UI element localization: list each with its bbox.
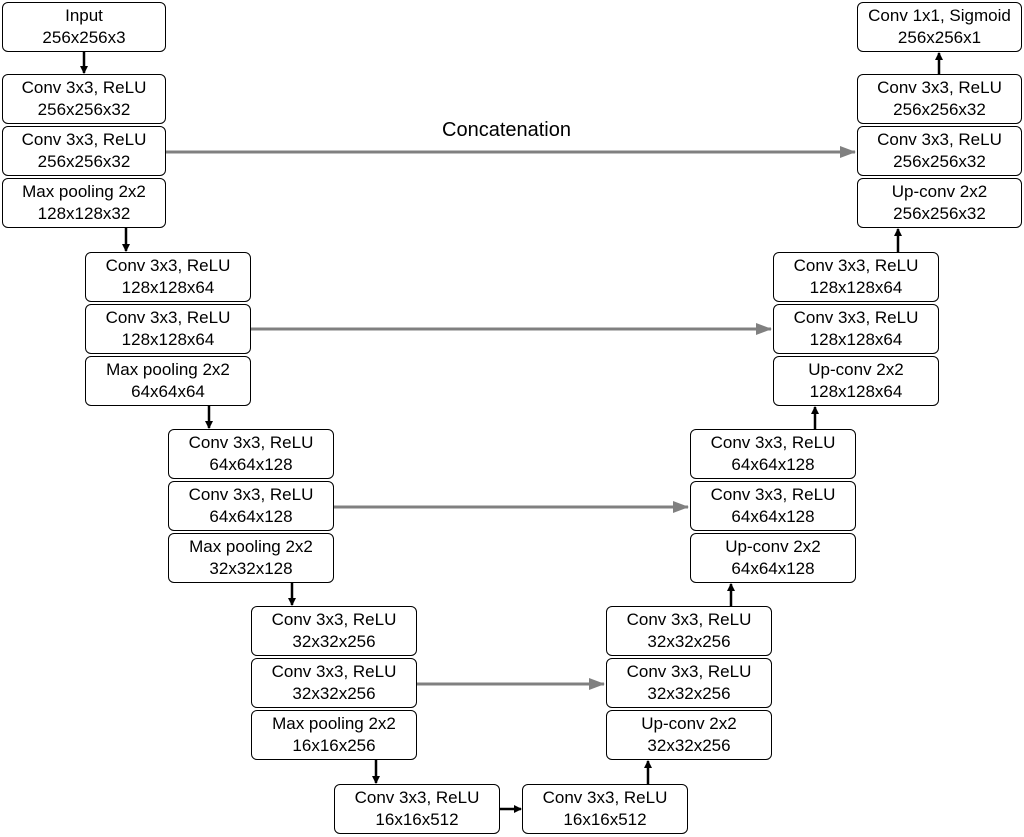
block-label: Conv 3x3, ReLU bbox=[271, 610, 397, 629]
decoder-block-conv: Conv 3x3, ReLU 128x128x64 bbox=[773, 304, 939, 354]
block-shape: 128x128x64 bbox=[809, 330, 903, 349]
block-label: Conv 3x3, ReLU bbox=[105, 256, 231, 275]
encoder-block-input: Input 256x256x3 bbox=[2, 2, 166, 52]
block-label: Conv 3x3, ReLU bbox=[188, 485, 314, 504]
bottleneck-block-conv: Conv 3x3, ReLU 16x16x512 bbox=[522, 784, 688, 834]
encoder-block-conv: Conv 3x3, ReLU 128x128x64 bbox=[85, 252, 251, 302]
block-label: Conv 3x3, ReLU bbox=[542, 788, 668, 807]
encoder-block-conv: Conv 3x3, ReLU 256x256x32 bbox=[2, 74, 166, 124]
block-label: Conv 3x3, ReLU bbox=[354, 788, 480, 807]
decoder-block-upconv: Up-conv 2x2 64x64x128 bbox=[690, 533, 856, 583]
bottleneck-block-conv: Conv 3x3, ReLU 16x16x512 bbox=[334, 784, 500, 834]
block-label: Conv 1x1, Sigmoid bbox=[868, 6, 1011, 25]
block-label: Max pooling 2x2 bbox=[106, 360, 230, 379]
decoder-block-conv: Conv 3x3, ReLU 256x256x32 bbox=[857, 74, 1022, 124]
encoder-block-maxpool: Max pooling 2x2 16x16x256 bbox=[251, 710, 417, 760]
decoder-block-conv: Conv 3x3, ReLU 64x64x128 bbox=[690, 429, 856, 479]
encoder-block-conv: Conv 3x3, ReLU 256x256x32 bbox=[2, 126, 166, 176]
block-label: Max pooling 2x2 bbox=[22, 182, 146, 201]
block-shape: 256x256x32 bbox=[893, 152, 986, 171]
block-shape: 128x128x64 bbox=[121, 278, 215, 297]
block-label: Conv 3x3, ReLU bbox=[710, 433, 836, 452]
block-shape: 128x128x64 bbox=[809, 278, 903, 297]
block-shape: 64x64x128 bbox=[731, 455, 815, 474]
decoder-block-upconv: Up-conv 2x2 256x256x32 bbox=[857, 178, 1022, 228]
decoder-block-conv: Conv 3x3, ReLU 32x32x256 bbox=[606, 606, 772, 656]
encoder-block-maxpool: Max pooling 2x2 128x128x32 bbox=[2, 178, 166, 228]
block-shape: 16x16x512 bbox=[563, 810, 647, 829]
encoder-block-conv: Conv 3x3, ReLU 32x32x256 bbox=[251, 606, 417, 656]
block-label: Up-conv 2x2 bbox=[891, 182, 988, 201]
block-label: Conv 3x3, ReLU bbox=[793, 308, 919, 327]
block-label: Conv 3x3, ReLU bbox=[793, 256, 919, 275]
block-shape: 32x32x256 bbox=[647, 736, 731, 755]
block-label: Conv 3x3, ReLU bbox=[877, 78, 1002, 97]
encoder-block-maxpool: Max pooling 2x2 32x32x128 bbox=[168, 533, 334, 583]
block-shape: 32x32x256 bbox=[647, 684, 731, 703]
block-shape: 256x256x3 bbox=[42, 28, 126, 47]
block-shape: 64x64x128 bbox=[209, 507, 293, 526]
block-label: Up-conv 2x2 bbox=[641, 714, 737, 733]
block-shape: 32x32x256 bbox=[292, 684, 376, 703]
decoder-block-output: Conv 1x1, Sigmoid 256x256x1 bbox=[857, 2, 1022, 52]
decoder-block-conv: Conv 3x3, ReLU 32x32x256 bbox=[606, 658, 772, 708]
block-shape: 256x256x32 bbox=[37, 100, 131, 119]
block-shape: 256x256x1 bbox=[897, 28, 982, 47]
block-label: Conv 3x3, ReLU bbox=[877, 130, 1002, 149]
block-shape: 32x32x128 bbox=[209, 559, 293, 578]
encoder-block-conv: Conv 3x3, ReLU 32x32x256 bbox=[251, 658, 417, 708]
block-shape: 64x64x128 bbox=[731, 507, 815, 526]
block-shape: 32x32x256 bbox=[292, 632, 376, 651]
block-shape: 32x32x256 bbox=[647, 632, 731, 651]
decoder-block-conv: Conv 3x3, ReLU 64x64x128 bbox=[690, 481, 856, 531]
block-shape: 64x64x128 bbox=[731, 559, 815, 578]
block-shape: 128x128x64 bbox=[809, 382, 903, 401]
decoder-block-conv: Conv 3x3, ReLU 256x256x32 bbox=[857, 126, 1022, 176]
decoder-block-conv: Conv 3x3, ReLU 128x128x64 bbox=[773, 252, 939, 302]
decoder-block-upconv: Up-conv 2x2 128x128x64 bbox=[773, 356, 939, 406]
block-label: Conv 3x3, ReLU bbox=[710, 485, 836, 504]
block-label: Conv 3x3, ReLU bbox=[271, 662, 397, 681]
block-shape: 16x16x256 bbox=[292, 736, 376, 755]
block-label: Input bbox=[65, 6, 103, 25]
block-label: Max pooling 2x2 bbox=[272, 714, 396, 733]
block-label: Conv 3x3, ReLU bbox=[21, 78, 147, 97]
block-label: Max pooling 2x2 bbox=[189, 537, 313, 556]
encoder-block-conv: Conv 3x3, ReLU 64x64x128 bbox=[168, 481, 334, 531]
block-label: Conv 3x3, ReLU bbox=[626, 662, 752, 681]
block-label: Conv 3x3, ReLU bbox=[626, 610, 752, 629]
encoder-block-maxpool: Max pooling 2x2 64x64x64 bbox=[85, 356, 251, 406]
concatenation-caption: Concatenation bbox=[442, 119, 571, 141]
block-shape: 16x16x512 bbox=[375, 810, 459, 829]
encoder-block-conv: Conv 3x3, ReLU 128x128x64 bbox=[85, 304, 251, 354]
block-label: Up-conv 2x2 bbox=[808, 360, 904, 379]
block-label: Conv 3x3, ReLU bbox=[21, 130, 147, 149]
block-shape: 256x256x32 bbox=[37, 152, 131, 171]
decoder-block-upconv: Up-conv 2x2 32x32x256 bbox=[606, 710, 772, 760]
block-label: Up-conv 2x2 bbox=[725, 537, 821, 556]
block-shape: 256x256x32 bbox=[893, 100, 986, 119]
block-label: Conv 3x3, ReLU bbox=[188, 433, 314, 452]
block-shape: 128x128x32 bbox=[37, 204, 131, 223]
block-shape: 64x64x128 bbox=[209, 455, 293, 474]
block-shape: 64x64x64 bbox=[131, 382, 205, 401]
block-shape: 128x128x64 bbox=[121, 330, 215, 349]
block-shape: 256x256x32 bbox=[893, 204, 986, 223]
encoder-block-conv: Conv 3x3, ReLU 64x64x128 bbox=[168, 429, 334, 479]
block-label: Conv 3x3, ReLU bbox=[105, 308, 231, 327]
